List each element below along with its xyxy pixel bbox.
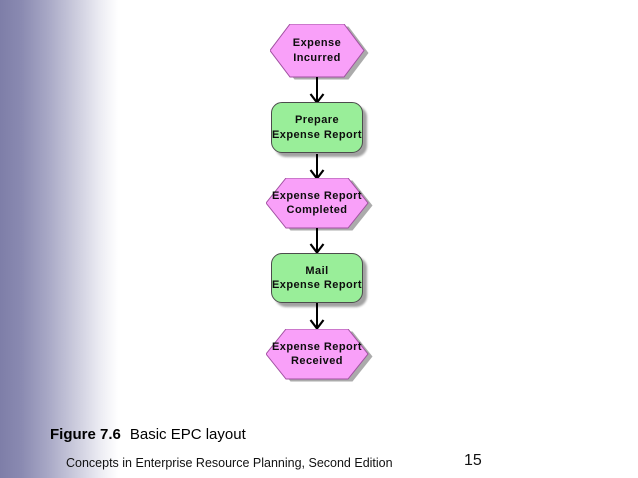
function-box-shape <box>271 102 363 153</box>
node-label-line: Completed <box>286 204 348 216</box>
page-number: 15 <box>464 452 482 469</box>
node-label: Prepare Expense Report <box>271 102 363 153</box>
node-label-line: Expense Report <box>271 189 363 202</box>
node-label-line: Incurred <box>293 51 341 64</box>
connector-arrow-down <box>307 303 327 335</box>
node-label: Expense Incurred <box>270 24 364 77</box>
connector-arrow-down <box>307 228 327 259</box>
node-label: Expense Report Received <box>266 329 368 379</box>
epc-event-expense-incurred: Expense Incurred <box>270 24 370 83</box>
node-label-line: Expense Report <box>271 340 363 353</box>
event-hexagon-shape <box>270 24 369 80</box>
figure-title: Basic EPC layout <box>129 426 246 443</box>
event-hexagon-shape <box>266 329 373 382</box>
node-label-line: Expense Report <box>271 128 363 141</box>
epc-event-expense-report-completed: Expense Report Completed <box>266 178 374 234</box>
node-label-line: Prepare <box>294 114 340 127</box>
figure-label: Figure 7.6 <box>50 426 121 443</box>
node-label-line: Expense Report <box>271 279 363 291</box>
figure-caption: Figure 7.6 Basic EPC layout <box>50 426 246 443</box>
footer-book-title: Concepts in Enterprise Resource Planning… <box>66 456 393 470</box>
function-box-shape <box>271 253 363 303</box>
epc-event-expense-report-received: Expense Report Received <box>266 329 374 385</box>
node-label-line: Mail <box>305 264 329 277</box>
epc-function-mail-expense-report: Mail Expense Report <box>271 253 369 309</box>
epc-function-prepare-expense-report: Prepare Expense Report <box>271 102 369 159</box>
node-label-line: Expense <box>292 37 342 50</box>
node-label-line: Received <box>291 355 343 367</box>
node-label: Expense Report Completed <box>266 178 368 228</box>
left-gradient-band <box>0 0 118 478</box>
event-hexagon-shape <box>266 178 373 231</box>
node-label: Mail Expense Report <box>271 253 363 303</box>
